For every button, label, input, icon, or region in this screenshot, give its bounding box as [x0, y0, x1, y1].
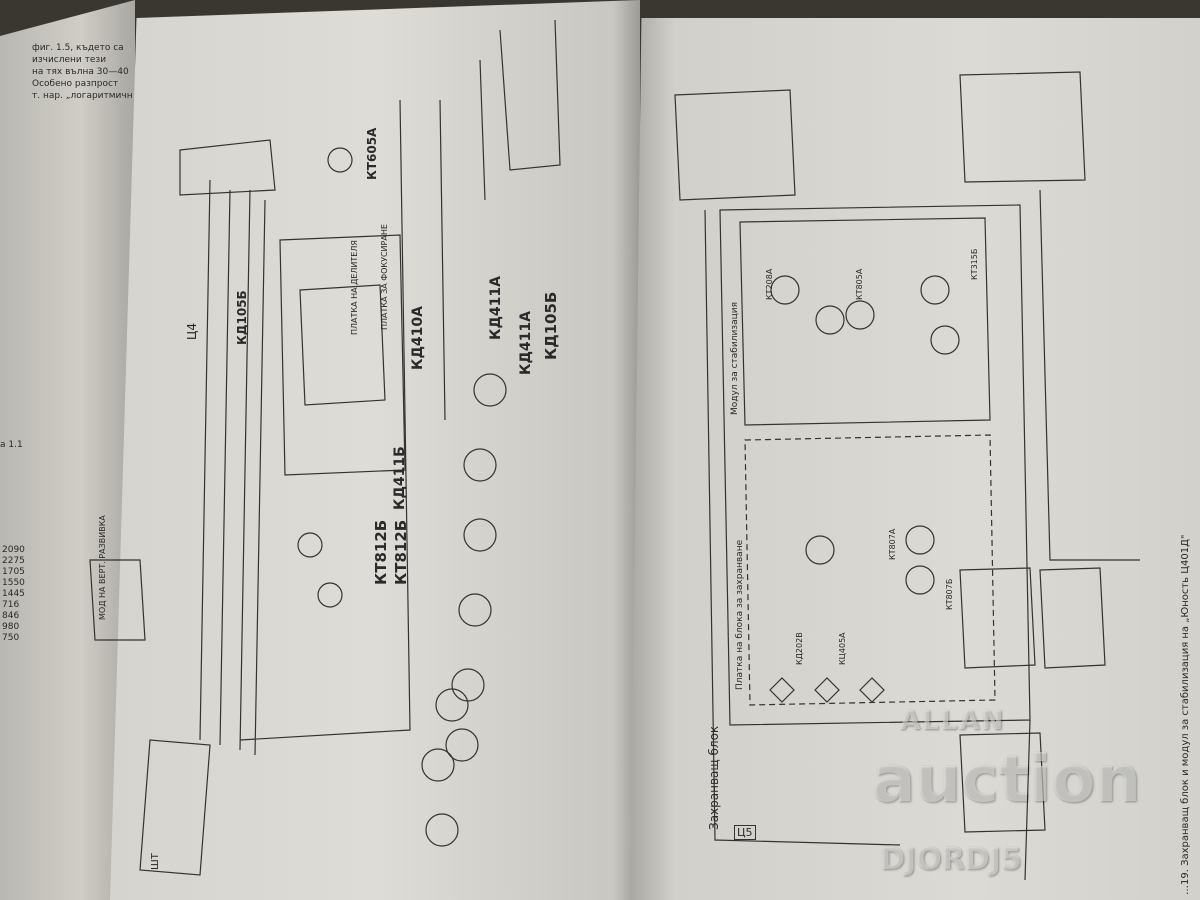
caption-line: Особено разпрост — [32, 79, 119, 89]
label-kd411a-1: КД411А — [488, 276, 504, 340]
label-kd410a: КД410А — [410, 306, 426, 370]
table-cell: 1445 — [2, 589, 25, 599]
label-kt807a: КТ807А — [888, 528, 897, 560]
right-bus-lines — [704, 189, 1140, 881]
label-kt807b: КТ807Б — [945, 578, 954, 610]
power-block-title: Захранващ блок — [707, 725, 721, 830]
label-kt208a: КТ208А — [765, 268, 774, 300]
label-kt605a: КТ605А — [365, 127, 379, 180]
caption-line: на тях вълна 30—40 — [32, 67, 129, 77]
label-kt315b: КТ315Б — [970, 248, 979, 280]
caption-line: изчислени тези — [32, 55, 107, 65]
label-kd411a-2: КД411А — [518, 311, 534, 375]
connector-block-top — [179, 139, 276, 196]
waveform-circles — [421, 373, 507, 847]
watermark-logo-line1: ALLAN — [900, 706, 1006, 736]
table-cell: 1550 — [2, 578, 25, 588]
output-connectors — [959, 567, 1106, 669]
label-kd411b: КД411Б — [392, 446, 408, 510]
connector-block-right-top — [674, 89, 796, 201]
transistor-t1 — [317, 582, 343, 608]
left-book-page: фиг. 1.5, където са изчислени тези на тя… — [0, 0, 135, 900]
stabilizer-module — [739, 217, 991, 426]
watermark-logo-line3: DJORDJ5 — [880, 842, 1022, 877]
label-kt812b-2: КТ812Б — [392, 519, 410, 585]
table-cell: 2275 — [2, 556, 25, 566]
table-cell: 716 — [2, 600, 20, 610]
stabilizer-module-label: Модул за стабилизация — [730, 302, 740, 415]
power-board-label: Платка на блока за захранване — [735, 539, 745, 690]
caption-line: т. нар. „логаритмичн — [32, 91, 133, 101]
label-sht: ШТ — [150, 853, 161, 870]
label-kd105b: КД105Б — [235, 290, 249, 345]
label-kc405a: КЦ405А — [838, 632, 847, 665]
deflection-board — [279, 234, 406, 476]
table-cell: 1705 — [2, 567, 25, 577]
board-divider-label: ПЛАТКА НА ДЕЛИТЕЛЯ — [350, 240, 359, 335]
table-cell: 846 — [2, 611, 20, 621]
right-lines — [439, 19, 561, 421]
connector-block-left — [139, 739, 211, 876]
middle-book-page — [110, 0, 640, 900]
right-transistors — [770, 275, 960, 595]
table-cell: 2090 — [2, 545, 25, 555]
vertical-module-label: МОД НА ВЕРТ. РАЗВИВКА — [98, 515, 107, 620]
connector-block-vert — [89, 559, 146, 641]
figure-caption: …19. Захранващ блок и модул за стабилиза… — [1180, 534, 1191, 895]
block-id: Ц5 — [734, 825, 756, 840]
caption-line: фиг. 1.5, където са — [32, 43, 124, 53]
label-kt805a: КТ805А — [855, 268, 864, 300]
left-page-caption: фиг. 1.5, където са изчислени тези на тя… — [32, 42, 133, 102]
label-kd105b-right: КД105Б — [542, 291, 560, 360]
bottom-connector — [959, 732, 1046, 833]
table-label: а 1.1 — [0, 440, 23, 450]
label-kd202v: КД202В — [795, 632, 804, 665]
diode-bridges — [769, 677, 885, 703]
table-cell: 980 — [2, 622, 20, 632]
transistor-t3 — [327, 147, 353, 173]
board-focus-label: ПЛАТКА ЗА ФОКУСИРАНЕ — [380, 224, 389, 330]
table-cell: 750 — [2, 633, 20, 643]
watermark-logo-line2: auction — [872, 743, 1141, 817]
transistor-t2 — [297, 532, 323, 558]
table-values: 2090 2275 1705 1550 1445 716 846 980 750 — [2, 545, 25, 644]
bus-lines — [199, 99, 411, 756]
connector-block-right-top2 — [959, 71, 1086, 183]
power-board — [744, 434, 996, 706]
label-kt812b-1: КТ812Б — [372, 519, 390, 585]
label-u4: Ц4 — [185, 323, 199, 340]
